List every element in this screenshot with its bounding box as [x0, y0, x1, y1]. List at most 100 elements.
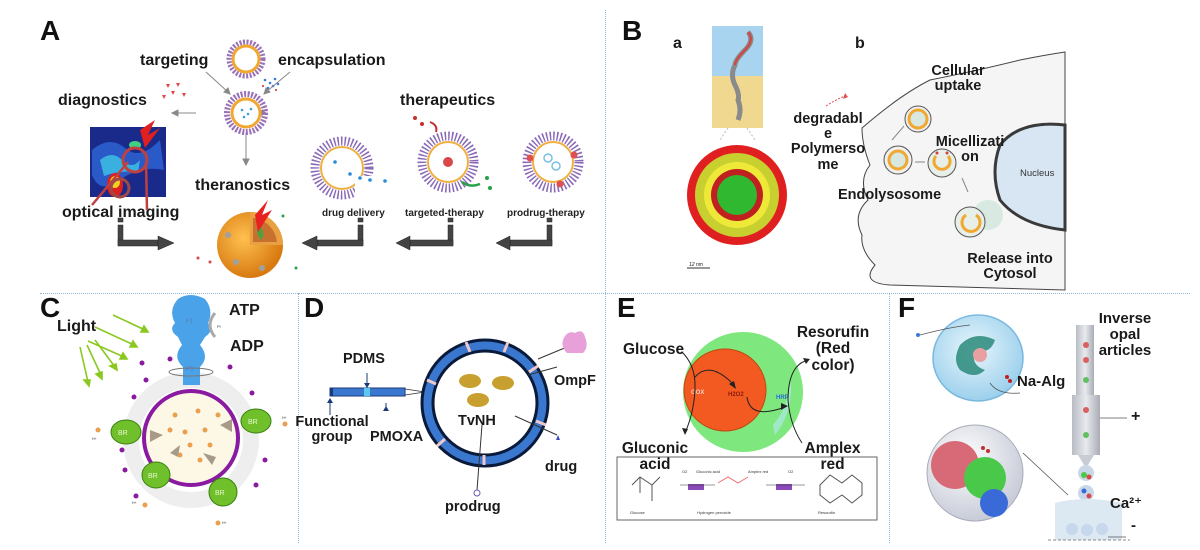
label-targeting: targeting: [140, 52, 209, 69]
label-functional-group: Functional group: [287, 414, 377, 445]
panel-b-graphics: [687, 26, 1067, 291]
enzyme-cascade-sphere: GOX H2O2 HRP: [681, 332, 810, 452]
label-drug: drug: [545, 459, 578, 475]
label-release-into-cytosol: Release into Cytosol: [955, 251, 1065, 283]
label-theranostics: theranostics: [195, 177, 291, 194]
microfluidic-nozzle: [1072, 325, 1127, 501]
panel-e-graphics: GOX H2O2 HRP: [616, 332, 878, 521]
panel-letter-f: F: [898, 292, 916, 323]
h-plus-label: H+: [222, 521, 227, 525]
bent-arrows: [117, 217, 553, 251]
label-degradable-line-2: e: [823, 126, 833, 143]
label-degradable-line-1: degradabl: [793, 111, 863, 127]
br-left: BR: [110, 419, 163, 445]
label-plus: +: [1131, 408, 1141, 425]
collection-bath: [1048, 499, 1130, 541]
f1-label: F1: [186, 319, 194, 325]
prodrug-molecule: [473, 489, 481, 497]
scheme-gluconic-acid: Gluconic acid: [696, 469, 720, 474]
label-ompf: OmpF: [554, 373, 596, 389]
label-amplex-line-1: Amplex: [804, 440, 861, 457]
label-light: Light: [57, 318, 97, 335]
panel-letter-b: B: [622, 15, 643, 46]
svg-text:BR: BR: [215, 490, 225, 497]
ompf-protein: [562, 331, 587, 353]
svg-text:BR: BR: [248, 419, 258, 426]
prodrug-therapy-vesicle: [522, 131, 584, 193]
label-cellular-uptake-line-2: uptake: [934, 78, 982, 95]
polymersome: [687, 145, 787, 245]
label-nucleus: Nucleus: [1020, 168, 1055, 179]
reaction-scheme: O2 Gluconic acid Amplex red O2 Glucose H…: [616, 456, 878, 521]
liposome-top: [226, 39, 266, 79]
targeting-ligands: [162, 83, 186, 99]
h-plus-label: H+: [132, 501, 137, 505]
label-pdms: PDMS: [343, 351, 385, 367]
endocytic-vesicles: [883, 105, 1003, 238]
divider-vertical-cd: [298, 293, 299, 543]
optical-imaging-picture: [90, 120, 166, 211]
label-resorufin: Resorufin (Red color): [788, 324, 878, 374]
tvnh-enzymes: [459, 374, 514, 407]
label-degradable-line-4: me: [817, 156, 839, 173]
janus-microparticle: [926, 424, 1069, 522]
targeted-therapy-vesicle: [413, 116, 492, 193]
arrow-imaging-to-theranostics: [117, 217, 175, 251]
polymer-chain-inset: [712, 26, 763, 141]
label-resorufin-line-3: color): [811, 356, 855, 374]
panel-f-graphics: [916, 314, 1130, 541]
label-gluconic-line-2: acid: [639, 456, 671, 474]
f0-label: F0: [186, 367, 194, 373]
label-resorufin-line-2: (Red: [815, 340, 851, 358]
label-na-alg: Na-Alg: [1017, 373, 1066, 390]
label-gluconic-acid: Gluconic acid: [610, 440, 700, 474]
label-release-line-2: Cytosol: [983, 266, 1037, 283]
panel-letter-d: D: [304, 292, 325, 323]
panel-letter-a: A: [40, 15, 61, 46]
pi-label: Pi: [217, 324, 221, 329]
payload-dots: [261, 77, 280, 92]
label-glucose: Glucose: [623, 341, 685, 358]
panel-d-graphics: [327, 331, 587, 497]
arrow-prodrug-to-targeted: [495, 217, 553, 251]
br-right: BR: [220, 408, 272, 434]
scheme-amplex-red: Amplex red: [748, 469, 768, 474]
red-arrowhead: [843, 93, 848, 99]
drug-delivery-vesicle: [310, 136, 387, 200]
label-release-line-1: Release into: [967, 251, 1053, 267]
label-micellization-line-1: Micellizati: [935, 134, 1005, 150]
label-endolysosome: Endolysosome: [838, 187, 942, 203]
svg-text:BR: BR: [148, 473, 158, 480]
h-plus-label: H+: [282, 416, 287, 420]
svg-text:BR: BR: [118, 430, 128, 437]
label-functional-group-line-1: Functional: [295, 414, 369, 430]
label-inverse-opal-articles: Inverse opal articles: [1085, 311, 1165, 358]
label-scale-bar: 12 nm: [689, 262, 703, 268]
label-inverse-line-3: articles: [1098, 341, 1152, 359]
scheme-o2-left: O2: [682, 469, 688, 474]
panel-letter-c: C: [40, 292, 61, 323]
label-pmoxa: PMOXA: [370, 429, 424, 445]
theranostic-nanoparticle: [196, 200, 298, 278]
liposome-loaded: [224, 91, 268, 135]
arrow-delivery-to-theranostics: [301, 217, 364, 251]
divider-vertical-ef: [889, 293, 890, 543]
sublabel-a: a: [673, 35, 682, 52]
cell-illustration: [916, 314, 1024, 402]
bacteriorhodopsin-proteins: BR BR BR BR H+: [92, 408, 288, 526]
label-targeted-therapy: targeted-therapy: [405, 208, 484, 219]
atp-synthase: F1 F0 Pi: [168, 295, 221, 385]
gox-label: GOX: [691, 390, 704, 396]
light-rays: [79, 314, 150, 388]
label-diagnostics: diagnostics: [58, 92, 147, 109]
scheme-hydrogen-peroxide: Hydrogen peroxide: [697, 510, 732, 515]
panel-letter-e: E: [617, 292, 636, 323]
label-degradable-line-3: Polymerso: [790, 141, 866, 158]
scheme-glucose: Glucose: [630, 510, 645, 515]
divider-vertical-top: [605, 10, 606, 295]
red-arrow: [825, 95, 846, 107]
br-bottom-right: BR: [203, 453, 238, 507]
label-atp: ATP: [229, 302, 260, 319]
arrow-targeted-to-delivery: [395, 217, 454, 251]
label-degradable-polymersome: degradabl e Polymerso me: [788, 111, 868, 173]
